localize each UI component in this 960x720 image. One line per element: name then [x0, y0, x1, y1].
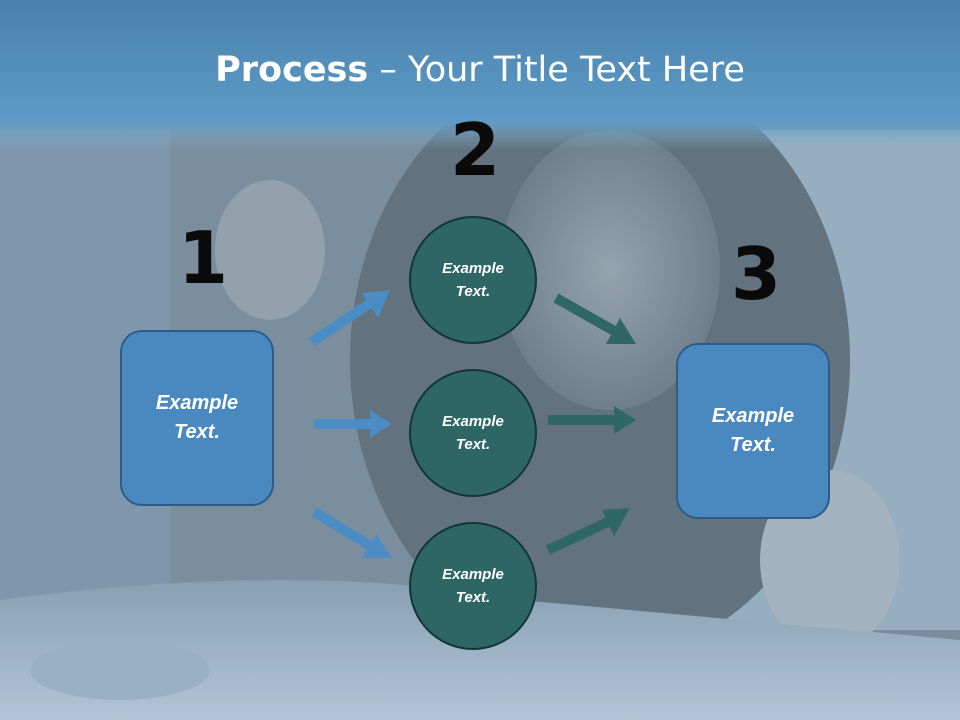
box-label-line2: Text.: [730, 434, 776, 456]
circle-label-line1: Example: [442, 413, 504, 430]
arrow-head-1: [362, 290, 390, 318]
step-number-3: 3: [731, 232, 782, 316]
box-label-line1: Example: [711, 405, 795, 427]
arrow-head-2: [370, 410, 392, 438]
arrow-to-circle-1: [309, 297, 375, 347]
step-1-box[interactable]: Example Text.: [120, 330, 274, 506]
title-bold: Process: [215, 50, 369, 90]
circle-label-line2: Text.: [455, 589, 491, 606]
arrow-to-circle-3: [311, 507, 377, 553]
arrow-from-circle-1: [553, 293, 619, 337]
step-2-circle-1[interactable]: Example Text.: [409, 216, 537, 344]
arrow-from-circle-3: [545, 515, 615, 555]
box-label-line1: Example: [155, 392, 239, 414]
circle-label-line1: Example: [442, 566, 504, 583]
circle-label-line2: Text.: [455, 283, 491, 300]
arrow-head-4: [606, 318, 636, 344]
arrow-head-3: [362, 534, 392, 558]
arrow-icon: [545, 293, 636, 555]
step-number-1: 1: [178, 216, 229, 300]
title-rest: – Your Title Text Here: [368, 50, 745, 90]
circle-label-line2: Text.: [455, 436, 491, 453]
step-3-box[interactable]: Example Text.: [676, 343, 830, 519]
slide-title: Process – Your Title Text Here: [0, 50, 960, 90]
step-number-2: 2: [450, 108, 501, 192]
circle-label-line1: Example: [442, 260, 504, 277]
box-label-line2: Text.: [174, 421, 220, 443]
step-2-circle-3[interactable]: Example Text.: [409, 522, 537, 650]
arrow-head-6: [602, 508, 630, 536]
step-2-circle-2[interactable]: Example Text.: [409, 369, 537, 497]
arrow-icon: [309, 290, 392, 558]
arrow-head-5: [614, 406, 636, 434]
